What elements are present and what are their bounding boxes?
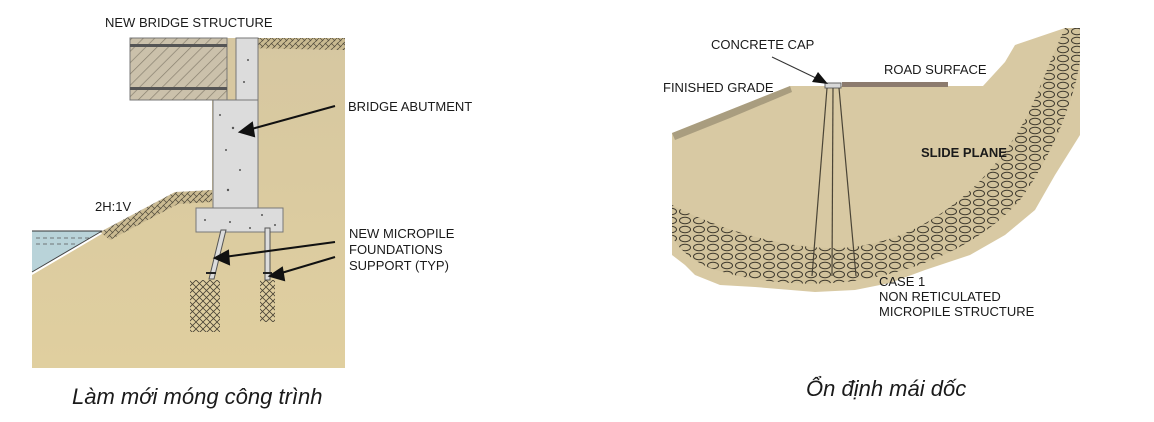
bridge-foundation-figure: NEW BRIDGE STRUCTURE BRIDGE ABUTMENT 2H:…: [31, 15, 473, 409]
micropile-label-line2: FOUNDATIONS: [349, 242, 443, 257]
slope-ratio-label: 2H:1V: [95, 199, 132, 214]
concrete-cap-label: CONCRETE CAP: [711, 37, 815, 52]
bridge-foundation-diagram: [31, 37, 345, 368]
finished-grade-label: FINISHED GRADE: [663, 80, 774, 95]
micropile-battered: [208, 229, 227, 280]
case-label-line1: CASE 1: [879, 274, 926, 289]
road-surface-label: ROAD SURFACE: [884, 62, 987, 77]
slope-stabilization-diagram: [672, 28, 1080, 292]
case-label-line3: MICROPILE STRUCTURE: [879, 304, 1035, 319]
road-surface: [842, 82, 948, 87]
new-bridge-structure-label: NEW BRIDGE STRUCTURE: [105, 15, 273, 30]
right-figure-caption: Ổn định mái dốc: [806, 376, 967, 401]
micropile-label-line1: NEW MICROPILE: [349, 226, 455, 241]
slope-stabilization-figure: CONCRETE CAP ROAD SURFACE FINISHED GRADE…: [580, 0, 1154, 422]
bridge-abutment: [212, 99, 259, 209]
case-label-line2: NON RETICULATED: [879, 289, 1001, 304]
slide-plane-label: SLIDE PLANE: [921, 145, 1007, 160]
micropile-label-line3: SUPPORT (TYP): [349, 258, 449, 273]
slide-plane-band: [672, 28, 1080, 284]
bridge-abutment-label: BRIDGE ABUTMENT: [348, 99, 473, 114]
left-figure-caption: Làm mới móng công trình: [72, 384, 323, 409]
